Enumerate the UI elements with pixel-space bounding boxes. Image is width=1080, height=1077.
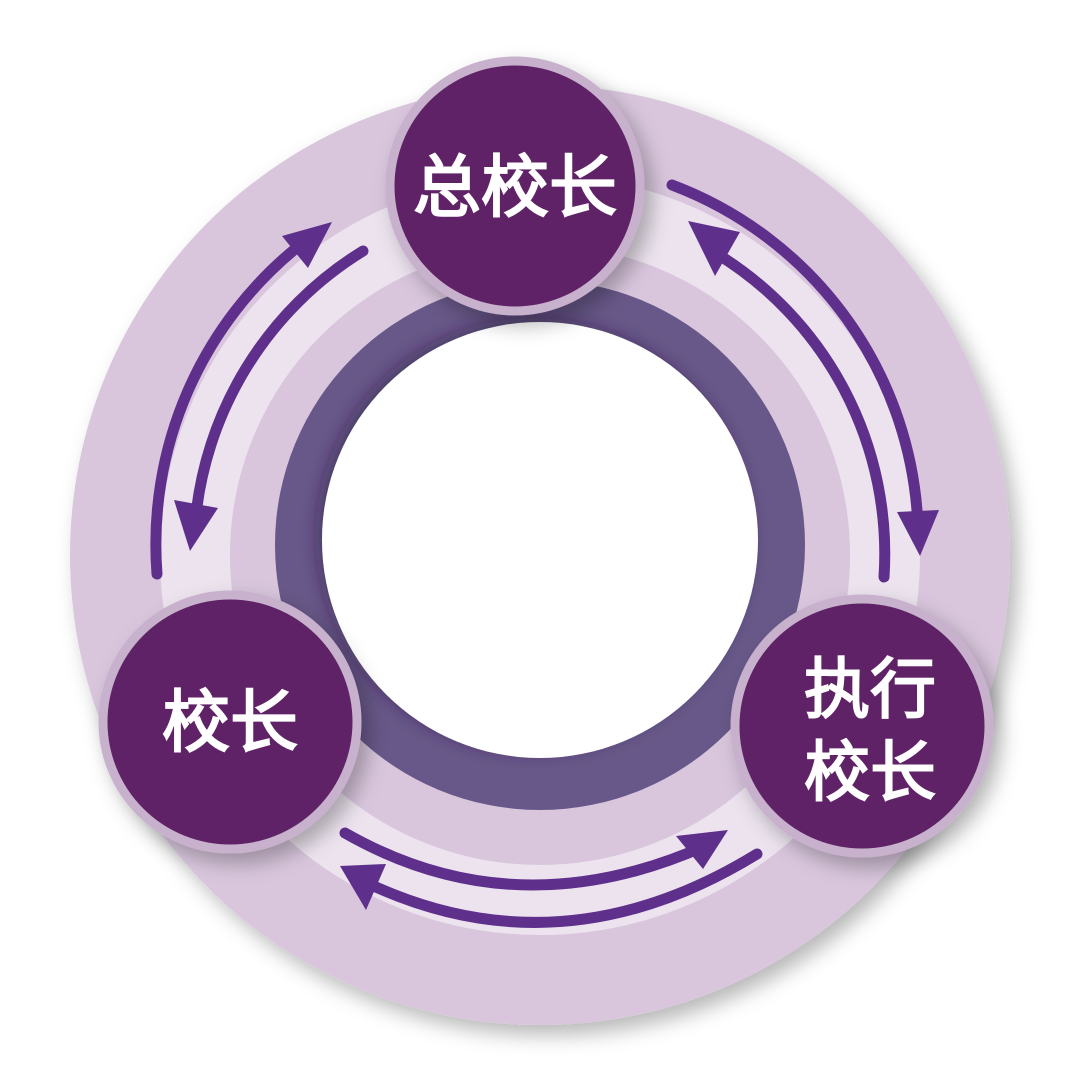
node-left-label: 校长 xyxy=(162,684,298,763)
node-left: 校长 xyxy=(98,590,362,854)
arrow-top-to-right xyxy=(666,179,924,534)
arrow-right-to-top xyxy=(708,246,891,583)
node-top: 总校长 xyxy=(385,56,645,316)
arrow-left-to-top xyxy=(150,239,306,580)
arrowhead-right-to-top xyxy=(688,221,740,276)
center-circle xyxy=(322,322,758,758)
arrowhead-top-to-right xyxy=(897,510,939,556)
node-right-circle xyxy=(730,594,994,858)
node-right-label-line1: 执行 xyxy=(804,651,936,728)
node-right-label-line2: 校长 xyxy=(804,734,936,811)
arrowhead-right-to-left xyxy=(340,864,386,910)
arrowhead-left-to-right xyxy=(676,830,728,869)
arrow-right-to-left xyxy=(359,848,763,928)
arrow-top-to-left xyxy=(189,245,369,531)
node-right: 执行 校长 xyxy=(730,594,994,858)
arrowhead-left-to-top xyxy=(282,222,332,268)
arrowhead-top-to-left xyxy=(174,500,218,551)
arrows xyxy=(150,179,939,928)
node-left-circle xyxy=(98,590,362,854)
node-top-label: 总校长 xyxy=(413,149,617,228)
node-top-circle xyxy=(385,56,645,316)
arrow-left-to-right xyxy=(339,827,711,891)
